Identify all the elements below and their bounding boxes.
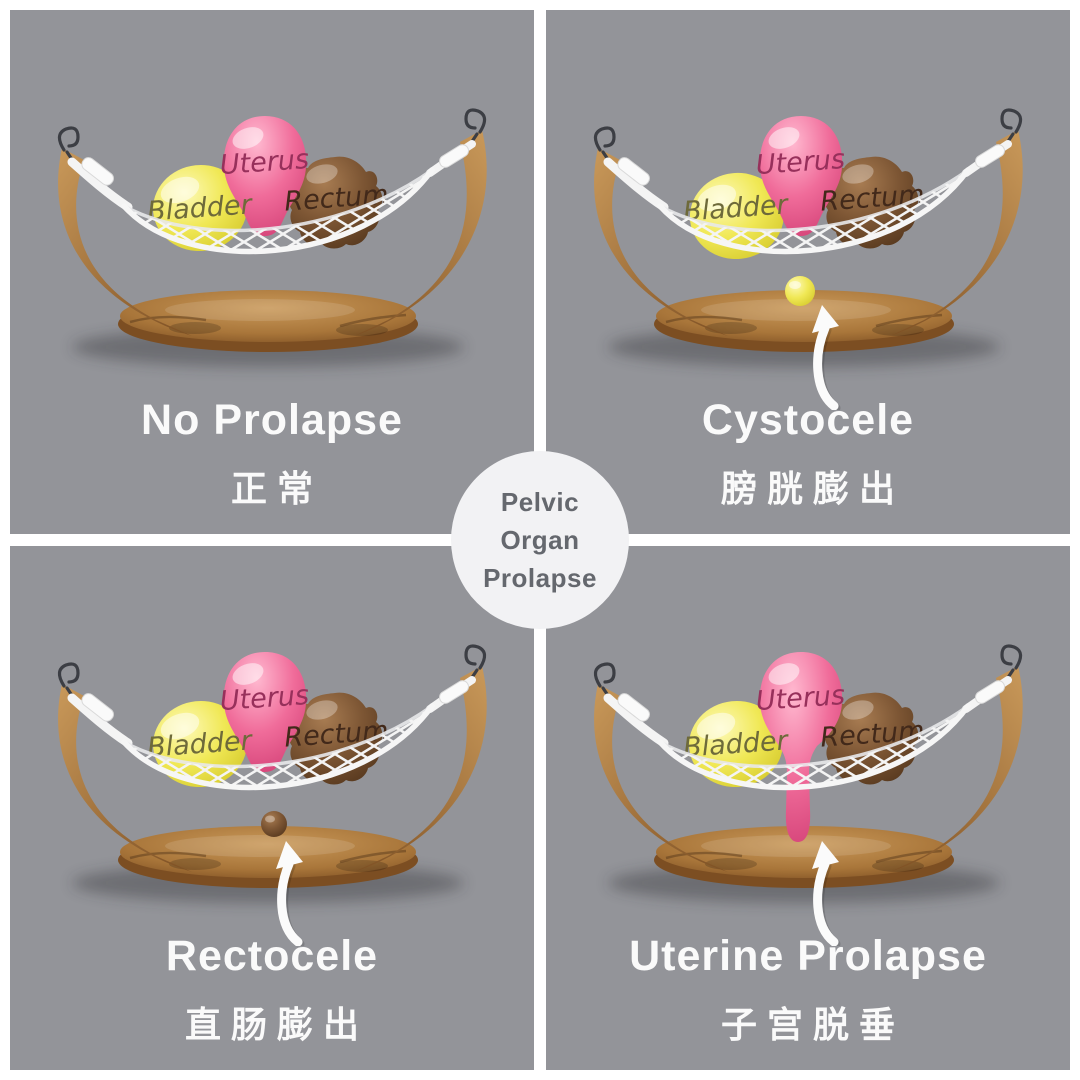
uterus-label: Uterus <box>219 680 310 717</box>
stand-base <box>654 290 954 352</box>
panel-subtitle-zh: 膀胱膨出 <box>720 468 905 509</box>
panel-subtitle-zh: 正常 <box>230 468 323 509</box>
badge-line-1: Pelvic <box>500 486 580 517</box>
stand-base <box>118 290 418 352</box>
hammock-net <box>657 167 971 255</box>
hammock-net <box>121 167 435 255</box>
prolapse-arrow <box>276 841 305 946</box>
panel-cystocele: Bladder Uterus Rectum Cystocele 膀胱膨出 <box>546 10 1070 534</box>
stand-right-arm <box>890 130 1023 336</box>
uterus-shape <box>223 116 307 236</box>
uterus-label: Uterus <box>755 144 846 181</box>
stand-base <box>118 826 418 888</box>
hammock-illustration-no-prolapse: Bladder Uterus Rectum <box>10 10 534 410</box>
panel-title: No Prolapse <box>141 396 403 444</box>
hammock-net <box>657 703 971 791</box>
uterus-label: Uterus <box>219 144 310 181</box>
center-badge: Pelvic Organ Prolapse <box>451 451 629 629</box>
prolapse-arrow <box>812 305 841 410</box>
prolapsed-rectum-bulge <box>261 811 287 837</box>
panel-subtitle-zh: 直肠膨出 <box>184 1004 369 1045</box>
hammock-illustration-cystocele: Bladder Uterus Rectum <box>546 10 1070 410</box>
hammock-illustration-uterine-prolapse: Bladder Uterus Rectum <box>546 546 1070 946</box>
stand-right-arm <box>354 666 487 872</box>
panel-title: Cystocele <box>701 396 915 444</box>
hammock-ropes <box>67 140 476 212</box>
panel-uterine-prolapse: Bladder Uterus Rectum Uterine Prolapse 子… <box>546 546 1070 1070</box>
hammock-illustration-rectocele: Bladder Uterus Rectum <box>10 546 534 946</box>
hammock-net <box>121 703 435 791</box>
panel-rectocele: Bladder Uterus Rectum Rectocele 直肠膨出 <box>10 546 534 1070</box>
uterus-shape <box>223 652 307 772</box>
stand-right-arm <box>890 666 1023 872</box>
panel-title: Uterine Prolapse <box>629 932 987 980</box>
uterus-label: Uterus <box>755 680 846 717</box>
hammock-ropes <box>603 140 1012 212</box>
badge-line-3: Prolapse <box>483 562 597 593</box>
panel-no-prolapse: Bladder Uterus Rectum No Prolapse 正常 <box>10 10 534 534</box>
uterus-shape <box>759 652 843 842</box>
stand-right-arm <box>354 130 487 336</box>
prolapse-arrow <box>812 841 841 946</box>
badge-line-2: Organ <box>500 524 580 555</box>
uterus-shape <box>759 116 843 236</box>
panel-title: Rectocele <box>165 932 379 980</box>
panel-subtitle-zh: 子宫脱垂 <box>720 1004 905 1045</box>
prolapsed-bladder-bulge <box>785 276 815 306</box>
stand-base <box>654 826 954 888</box>
